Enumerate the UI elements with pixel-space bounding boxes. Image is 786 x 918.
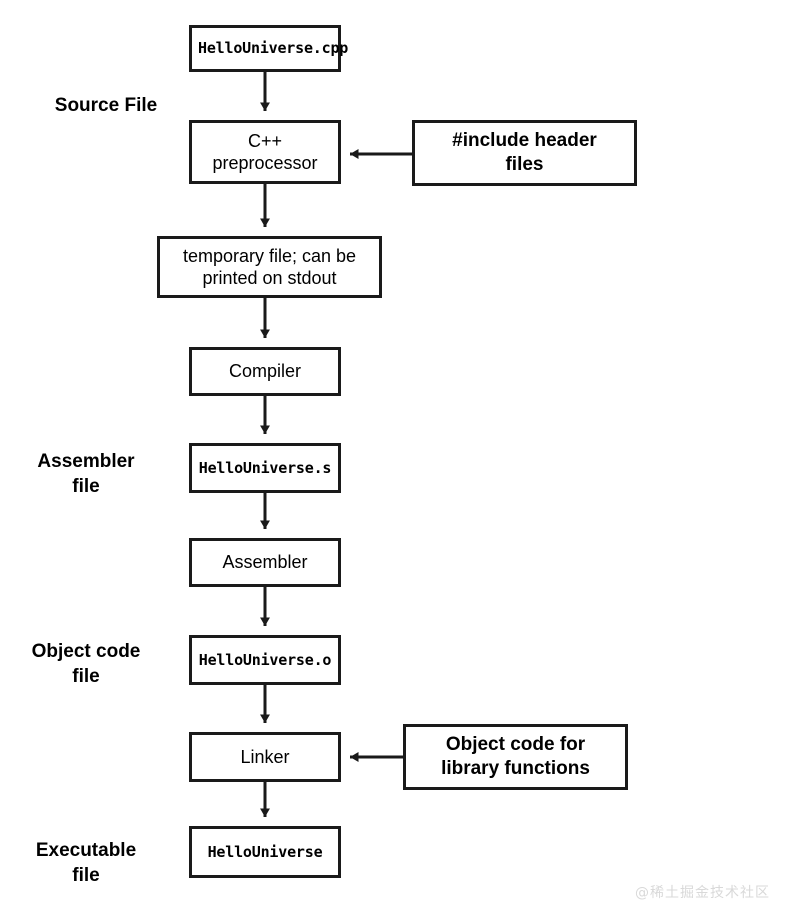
node-executable-box[interactable]: HelloUniverse	[189, 826, 341, 878]
node-source-file-label: HelloUniverse.cpp	[198, 39, 349, 58]
node-cpp-preprocessor-label: C++preprocessor	[212, 130, 318, 174]
node-object-file-label: HelloUniverse.o	[198, 650, 332, 669]
node-object-file-box[interactable]: HelloUniverse.o	[189, 635, 341, 685]
watermark-text: @稀土掘金技术社区	[635, 885, 770, 901]
node-assembler-box[interactable]: Assembler	[189, 538, 341, 587]
node-assembler-label: Assembler	[222, 552, 308, 573]
node-cpp-preprocessor-box[interactable]: C++preprocessor	[189, 120, 341, 184]
stage-label-source-file: Source File	[54, 95, 158, 116]
node-assembly-file-label: HelloUniverse.s	[198, 458, 332, 477]
node-compiler-box[interactable]: Compiler	[189, 347, 341, 396]
node-executable-label: HelloUniverse	[207, 842, 323, 861]
node-assembly-file-box[interactable]: HelloUniverse.s	[189, 443, 341, 493]
node-source-file-box[interactable]: HelloUniverse.cpp	[189, 25, 349, 72]
node-linker-box[interactable]: Linker	[189, 732, 341, 782]
node-linker-label: Linker	[240, 746, 290, 767]
node-compiler-label: Compiler	[228, 361, 302, 382]
